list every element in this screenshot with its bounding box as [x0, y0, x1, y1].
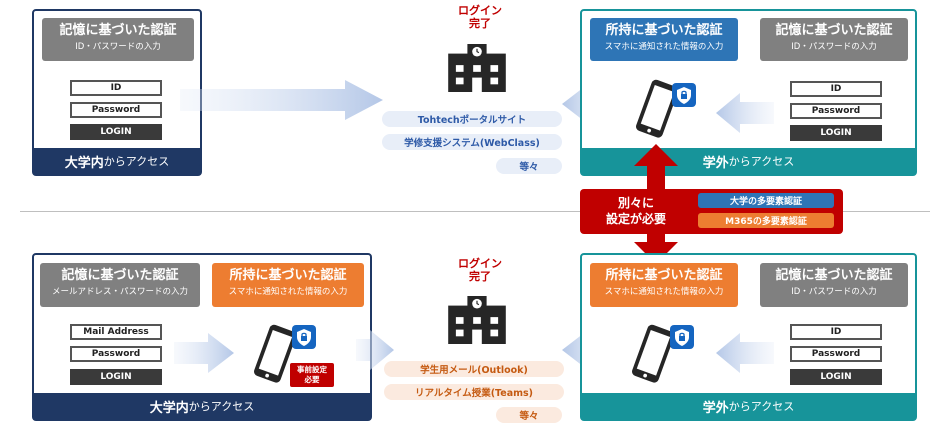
possession-auth-sub: スマホに通知された情報の入力 — [604, 287, 724, 297]
login-button[interactable]: LOGIN — [790, 125, 882, 141]
footer-bold: 大学内 — [149, 400, 189, 416]
login-complete-line1: ログイン — [458, 4, 502, 17]
knowledge-auth-title: 記憶に基づいた認証 — [59, 23, 177, 38]
footer-bold: 学外 — [702, 400, 729, 416]
pre-setup-line1: 事前設定 — [297, 365, 327, 374]
pre-setup-line2: 必要 — [304, 375, 320, 384]
access-footer: 学外からアクセス — [582, 393, 915, 419]
separate-line2: 設定が必要 — [605, 212, 666, 226]
building-icon — [448, 296, 506, 344]
login-complete-label: ログイン 完了 — [440, 4, 520, 30]
bottom-campus-panel: 記憶に基づいた認証 メールアドレス・パスワードの入力 所持に基づいた認証 スマホ… — [32, 253, 372, 421]
possession-auth-sub: スマホに通知された情報の入力 — [604, 42, 724, 52]
service-outlook: 学生用メール(Outlook) — [384, 361, 564, 377]
possession-auth-title: 所持に基づいた認証 — [229, 268, 347, 283]
possession-auth-box: 所持に基づいた認証 スマホに通知された情報の入力 — [590, 18, 738, 61]
knowledge-auth-title: 記憶に基づいた認証 — [775, 268, 893, 283]
access-footer: 大学内からアクセス — [34, 393, 370, 419]
login-button[interactable]: LOGIN — [790, 369, 882, 385]
login-complete-line2: 完了 — [469, 17, 491, 30]
knowledge-auth-sub: ID・パスワードの入力 — [791, 42, 877, 52]
password-field[interactable]: Password — [70, 102, 162, 118]
possession-auth-sub: スマホに通知された情報の入力 — [228, 287, 348, 297]
footer-rest: からアクセス — [188, 400, 255, 413]
mail-address-field[interactable]: Mail Address — [70, 324, 162, 340]
top-campus-panel: 記憶に基づいた認証 ID・パスワードの入力 ID Password LOGIN … — [32, 9, 202, 176]
login-button[interactable]: LOGIN — [70, 369, 162, 385]
building-icon — [448, 44, 506, 92]
id-field[interactable]: ID — [70, 80, 162, 96]
id-field[interactable]: ID — [790, 324, 882, 340]
service-teams: リアルタイム授業(Teams) — [384, 384, 564, 400]
password-field[interactable]: Password — [70, 346, 162, 362]
password-field[interactable]: Password — [790, 103, 882, 119]
knowledge-auth-title: 記憶に基づいた認証 — [61, 268, 179, 283]
arrow-right-bottom — [356, 330, 394, 370]
knowledge-auth-sub: ID・パスワードの入力 — [791, 287, 877, 297]
access-footer: 大学内からアクセス — [34, 148, 200, 174]
possession-auth-title: 所持に基づいた認証 — [605, 268, 723, 283]
service-etc: 等々 — [496, 158, 562, 174]
knowledge-auth-box: 記憶に基づいた認証 ID・パスワードの入力 — [760, 18, 908, 61]
service-portal: Tohtechポータルサイト — [382, 111, 562, 127]
service-webclass: 学修支援システム(WebClass) — [382, 134, 562, 150]
service-etc: 等々 — [496, 407, 562, 423]
lock-shield-icon — [670, 325, 694, 349]
knowledge-auth-box: 記憶に基づいた認証 ID・パスワードの入力 — [42, 18, 194, 61]
login-complete-label: ログイン 完了 — [440, 257, 520, 283]
login-complete-line1: ログイン — [458, 257, 502, 270]
knowledge-auth-box: 記憶に基づいた認証 ID・パスワードの入力 — [760, 263, 908, 307]
pre-setup-required-badge: 事前設定 必要 — [290, 363, 334, 387]
arrow-left-inner — [716, 333, 774, 373]
mfa-university-badge: 大学の多要素認証 — [698, 193, 834, 208]
arrow-right-top — [180, 80, 383, 120]
separate-setup-text: 別々に 設定が必要 — [586, 195, 686, 227]
mfa-m365-badge: M365の多要素認証 — [698, 213, 834, 228]
bottom-offcampus-panel: 所持に基づいた認証 スマホに通知された情報の入力 記憶に基づいた認証 ID・パス… — [580, 253, 917, 421]
footer-bold: 大学内 — [64, 155, 104, 171]
top-offcampus-panel: 所持に基づいた認証 スマホに通知された情報の入力 記憶に基づいた認証 ID・パス… — [580, 9, 917, 176]
possession-auth-box: 所持に基づいた認証 スマホに通知された情報の入力 — [590, 263, 738, 307]
lock-shield-icon — [672, 83, 696, 107]
password-field[interactable]: Password — [790, 346, 882, 362]
section-divider — [20, 211, 930, 212]
footer-rest: からアクセス — [103, 155, 170, 168]
arrow-left-inner — [716, 93, 774, 133]
possession-auth-box: 所持に基づいた認証 スマホに通知された情報の入力 — [212, 263, 364, 307]
footer-rest: からアクセス — [728, 155, 795, 168]
footer-rest: からアクセス — [728, 400, 795, 413]
arrow-right-inner — [174, 333, 234, 373]
possession-auth-title: 所持に基づいた認証 — [605, 23, 723, 38]
login-complete-line2: 完了 — [469, 270, 491, 283]
knowledge-auth-title: 記憶に基づいた認証 — [775, 23, 893, 38]
login-button[interactable]: LOGIN — [70, 124, 162, 140]
knowledge-auth-sub: メールアドレス・パスワードの入力 — [51, 287, 188, 297]
id-field[interactable]: ID — [790, 81, 882, 97]
separate-setup-box: 別々に 設定が必要 大学の多要素認証 M365の多要素認証 — [580, 189, 843, 234]
access-footer: 学外からアクセス — [582, 148, 915, 174]
footer-bold: 学外 — [702, 155, 729, 171]
knowledge-auth-box: 記憶に基づいた認証 メールアドレス・パスワードの入力 — [40, 263, 200, 307]
knowledge-auth-sub: ID・パスワードの入力 — [75, 42, 161, 52]
lock-shield-icon — [292, 325, 316, 349]
separate-line1: 別々に — [617, 196, 654, 210]
